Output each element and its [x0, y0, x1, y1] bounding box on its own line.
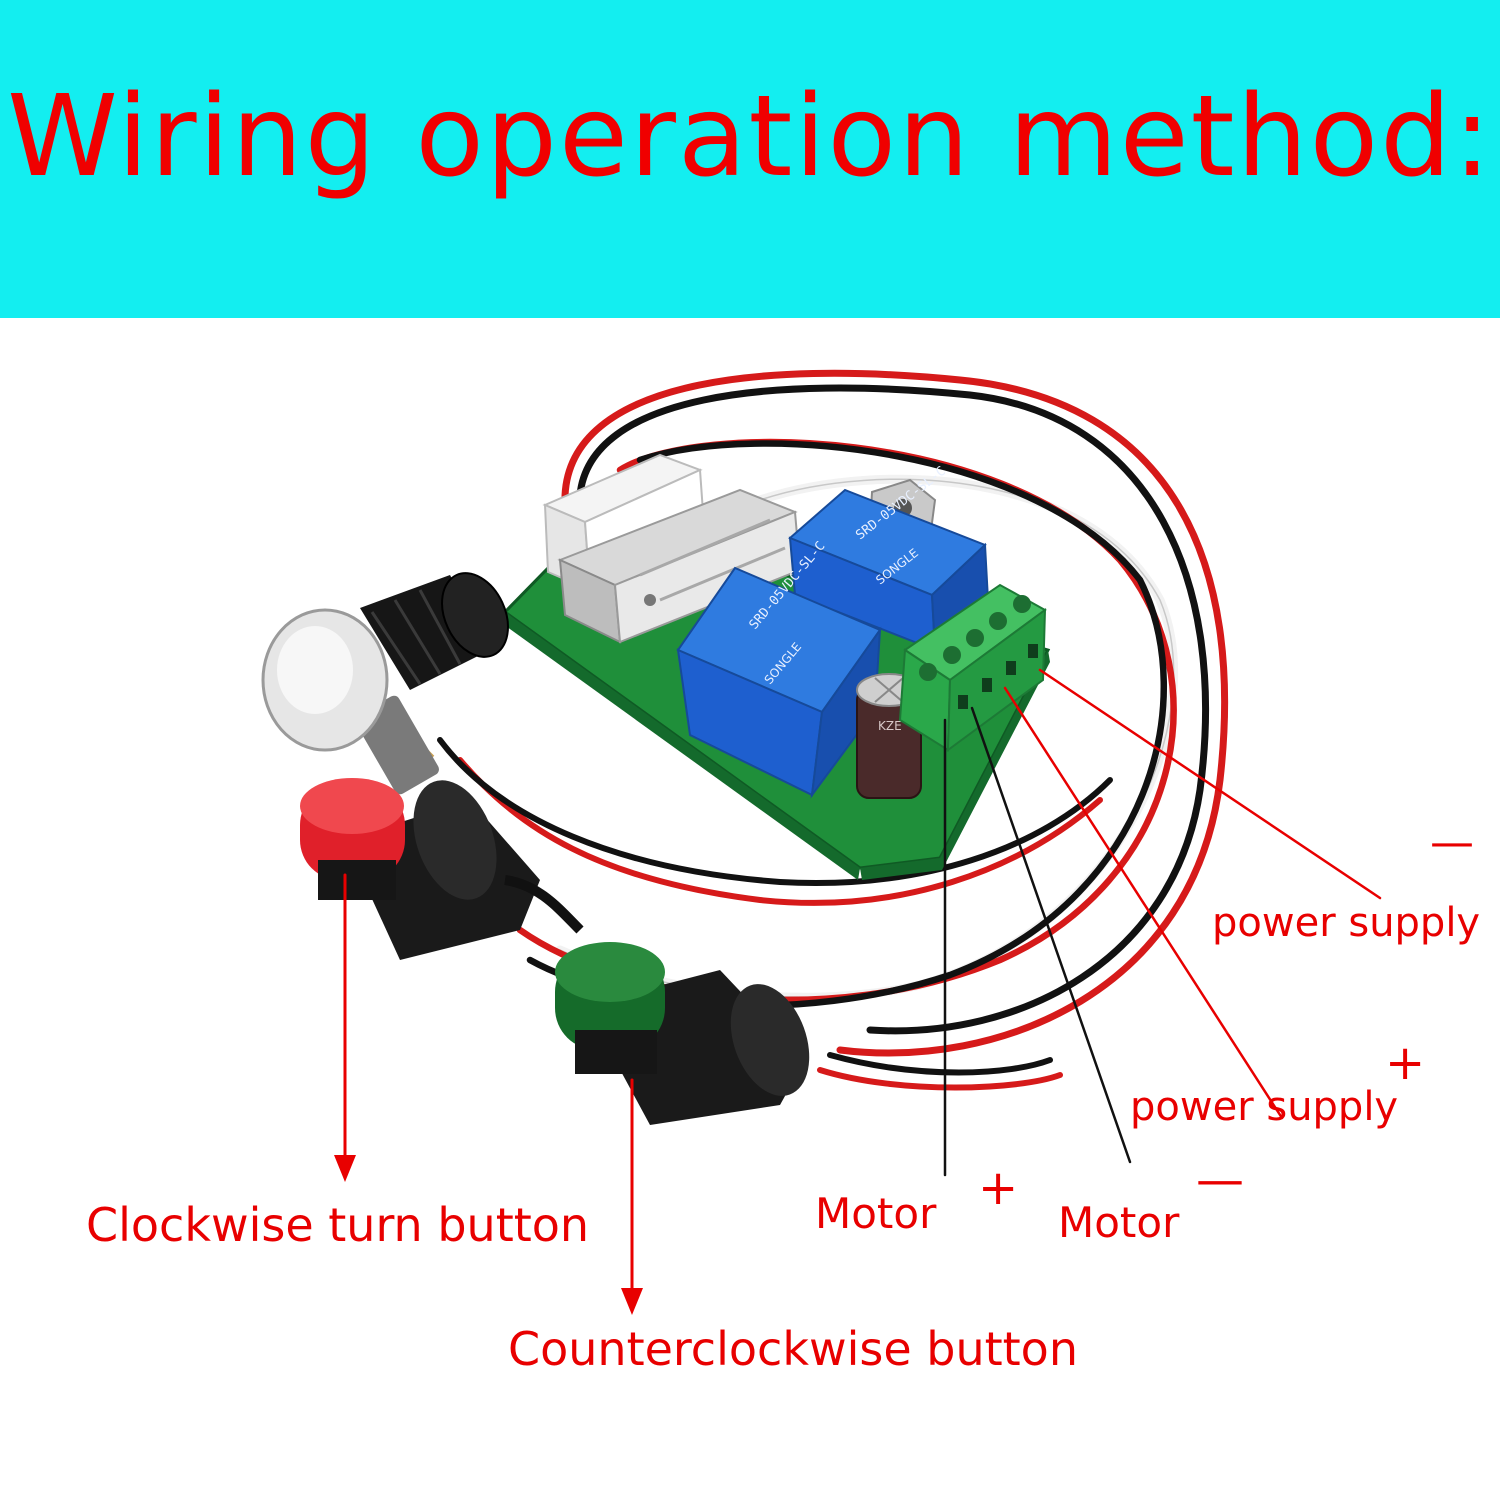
wire-pair-to-green	[817, 1067, 1063, 1091]
counterclockwise-button-label: Counterclockwise button	[508, 1322, 1078, 1376]
motor-minus-label: Motor	[1058, 1198, 1180, 1247]
potentiometer-knob	[360, 572, 509, 690]
potentiometer	[261, 572, 509, 795]
pcb-board: SRD-05VDC-SL-C SONGLE SRD-05VDC-SL-C SON…	[502, 453, 1051, 880]
aluminium-heatsink	[557, 488, 802, 644]
page-title: Wiring operation method:	[7, 72, 1493, 202]
pointer-power-minus	[1038, 668, 1382, 900]
green-push-button	[555, 942, 810, 1125]
motor-minus-symbol: —	[1196, 1152, 1244, 1208]
capacitor-mark: KZE	[878, 719, 902, 733]
arrowhead-clockwise	[334, 1155, 356, 1182]
power-plus-label: power supply	[1130, 1084, 1399, 1130]
clockwise-button-label: Clockwise turn button	[86, 1198, 590, 1252]
wire-black-outer	[576, 384, 1210, 1035]
motor-plus-label: Motor	[815, 1189, 937, 1238]
red-push-button	[300, 778, 584, 960]
title-banner: Wiring operation method:	[0, 0, 1500, 318]
pointer-power-plus	[1003, 686, 1284, 1120]
power-minus-symbol: —	[1430, 817, 1474, 868]
wiring-illustration: SRD-05VDC-SL-C SONGLE SRD-05VDC-SL-C SON…	[261, 369, 1382, 1315]
arrowhead-counterclockwise	[621, 1288, 643, 1315]
pointer-motor-minus	[970, 706, 1132, 1164]
power-plus-symbol: +	[1385, 1035, 1426, 1091]
annotation-lines	[334, 668, 1382, 1315]
wire-black-button-lead	[437, 737, 1113, 886]
terminal-block	[898, 583, 1047, 753]
power-minus-label: power supply	[1212, 900, 1481, 946]
motor-plus-symbol: +	[978, 1160, 1019, 1216]
wire-red-button-lead	[457, 757, 1103, 906]
